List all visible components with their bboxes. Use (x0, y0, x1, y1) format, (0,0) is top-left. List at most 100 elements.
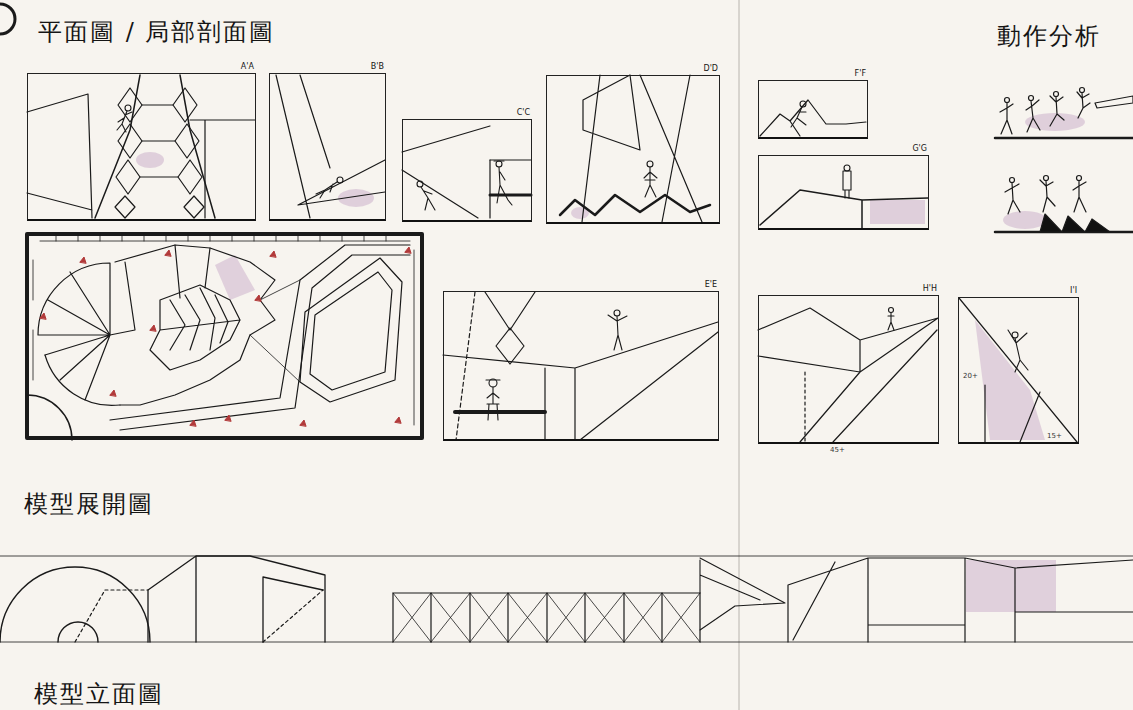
section-e-drawing-part (456, 292, 475, 440)
action-analysis-drawing-part-part (1005, 98, 1010, 103)
model-unfold-drawing (0, 556, 1133, 642)
human-figures-part (316, 182, 337, 198)
section-a-drawing-part (27, 94, 255, 218)
action-analysis-drawing-part-part (1077, 92, 1090, 118)
action-analysis-drawing-part-part (1080, 88, 1085, 93)
section-h-drawing-part (758, 308, 938, 442)
section-i-drawing (959, 298, 1077, 442)
section-frame: F'F (758, 80, 868, 139)
human-figures-part (888, 313, 894, 330)
section-label: D'D (703, 64, 718, 74)
section-f-drawing (760, 100, 866, 136)
action-analysis-drawing-part (1040, 214, 1110, 232)
section-frame: A'A (27, 73, 256, 221)
human-figures-part (608, 315, 627, 350)
human-figures-part (844, 165, 850, 171)
section-g-drawing (760, 190, 928, 228)
action-analysis-drawing-part-part (1054, 92, 1059, 97)
section-a-drawing-part (115, 88, 142, 218)
action-analysis-drawing-part (995, 137, 1133, 140)
section-e-drawing-part (485, 292, 535, 364)
human-figures-part (486, 380, 500, 420)
watercolor-wash (136, 113, 1085, 612)
section-marker-part (40, 247, 411, 426)
floor-plan-part (115, 245, 275, 405)
dimension: 20+ (963, 372, 978, 381)
human-figures-part (614, 310, 620, 316)
section-marker (40, 247, 411, 426)
edge-mark (0, 4, 15, 34)
section-g-drawing-part (760, 190, 928, 228)
human-figures-part (496, 161, 502, 167)
human-figures-part (644, 167, 657, 197)
model-unfold-drawing-part (788, 558, 1133, 642)
section-i-drawing-part (959, 298, 1077, 442)
action-analysis-drawing-part-part (1010, 178, 1015, 183)
sheet-heading: 模型立面圖 (34, 680, 164, 708)
human-figures-part (843, 171, 851, 198)
section-d-drawing-part (582, 75, 702, 222)
human-figures-part (494, 161, 512, 205)
floor-plan-part (27, 234, 422, 438)
human-figures (117, 101, 1028, 420)
model-unfold-drawing-part (148, 556, 325, 642)
floor-plan-part (33, 250, 414, 425)
section-label: B'B (371, 62, 384, 72)
floor-plan-part (38, 263, 110, 400)
section-label: C'C (517, 108, 530, 118)
action-analysis-drawing-part-part (1044, 176, 1049, 181)
section-frame: D'D (546, 75, 720, 224)
section-a-drawing-part (173, 88, 204, 218)
dimension: 45+ (830, 446, 845, 455)
floor-plan-part (150, 285, 240, 370)
watercolor-wash-part (136, 152, 164, 168)
action-analysis-drawing-part (1000, 88, 1090, 215)
section-label: E'E (705, 280, 717, 290)
section-frame: G'G (758, 155, 929, 230)
sheet-divider (739, 0, 740, 710)
floor-plan-part (110, 245, 410, 430)
section-e-drawing-part (443, 322, 718, 440)
section-label: F'F (855, 69, 866, 79)
section-c-drawing-part (490, 194, 531, 197)
model-unfold-drawing-part (393, 593, 700, 642)
section-frame: H'H (758, 295, 939, 444)
section-frame: E'E (443, 291, 719, 441)
human-figures-part (800, 101, 806, 107)
section-e-drawing-part (455, 410, 545, 414)
section-e-drawing (443, 292, 718, 440)
section-f-drawing-part (760, 100, 866, 136)
section-d-drawing-part (560, 195, 710, 215)
human-figures-part (421, 187, 435, 210)
section-h-drawing-part (804, 372, 805, 442)
floor-plan-part (300, 258, 402, 402)
human-figures-part (125, 105, 131, 111)
sheet-heading: 模型展開圖 (24, 490, 154, 518)
human-figures-part (417, 181, 423, 187)
floor-plan-part (250, 280, 300, 382)
action-analysis-drawing-part-part (1050, 96, 1064, 126)
section-frame: I'I (958, 297, 1079, 444)
section-frame: B'B (269, 73, 386, 221)
sheet-heading: 平面圖 / 局部剖面圖 (38, 18, 275, 46)
section-c-drawing-part (402, 126, 490, 218)
section-label: I'I (1070, 286, 1077, 296)
floor-plan-part (40, 234, 410, 241)
section-a-drawing-part (140, 105, 178, 177)
watercolor-wash-part (870, 200, 925, 224)
section-c-drawing-part (490, 159, 531, 160)
model-unfold-drawing-part (700, 558, 785, 630)
sheet-heading: 動作分析 (997, 22, 1101, 50)
section-label: G'G (912, 144, 927, 154)
human-figures-part (1008, 330, 1028, 372)
action-analysis-drawing-part-part (1073, 181, 1086, 212)
action-analysis-drawing-part-part (1029, 96, 1034, 101)
action-analysis-drawing (995, 88, 1133, 233)
section-label: A'A (241, 62, 254, 72)
human-figures-part (791, 107, 806, 127)
human-figures-part (337, 177, 343, 183)
model-unfold-drawing-part (0, 567, 150, 642)
action-analysis-drawing-part-part (1040, 180, 1055, 212)
